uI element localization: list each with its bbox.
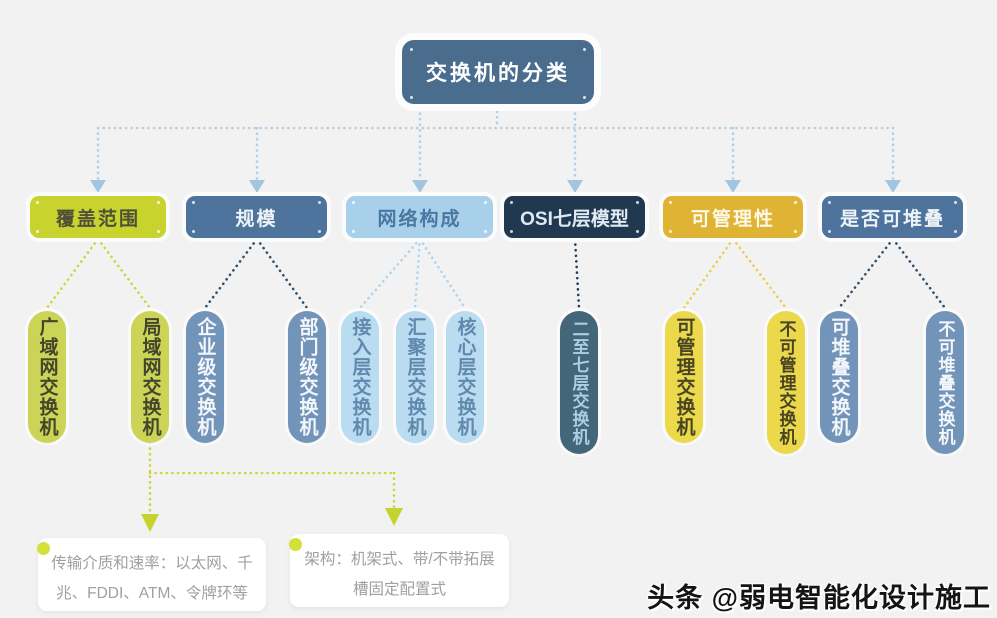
pill-department-switch: 部门级交换机 xyxy=(288,311,326,443)
pill-department-switch-label: 部门级交换机 xyxy=(296,317,318,437)
pill-access-layer-switch: 接入层交换机 xyxy=(341,311,379,443)
pill-core-layer-switch: 核心层交换机 xyxy=(446,311,484,443)
pill-non-stackable-switch: 不可堆叠交换机 xyxy=(926,311,964,454)
pill-stackable-switch-label: 可堆叠交换机 xyxy=(828,317,850,437)
pill-layer2-7-switch: 二至七层交换机 xyxy=(560,311,598,454)
branch-osi-model-label: OSI七层模型 xyxy=(520,208,629,230)
branch-scale: 规模 xyxy=(186,196,327,238)
branch-coverage-label: 覆盖范围 xyxy=(55,208,140,230)
pill-wan-switch-label: 广域网交换机 xyxy=(36,317,58,437)
branch-coverage: 覆盖范围 xyxy=(30,196,166,238)
pill-lan-switch-label: 局域网交换机 xyxy=(139,317,161,437)
branch-network-composition-label: 网络构成 xyxy=(377,208,462,230)
pill-managed-switch: 可管理交换机 xyxy=(665,311,703,443)
root-label: 交换机的分类 xyxy=(426,62,570,85)
pill-stackable-switch: 可堆叠交换机 xyxy=(820,311,858,443)
branch-stackability-label: 是否可堆叠 xyxy=(839,208,945,230)
branch-stackability: 是否可堆叠 xyxy=(822,196,963,238)
pill-lan-switch: 局域网交换机 xyxy=(131,311,169,443)
pill-unmanaged-switch-label: 不可管理交换机 xyxy=(776,319,796,446)
pill-core-layer-switch-label: 核心层交换机 xyxy=(454,317,476,437)
bullet-dot-icon xyxy=(289,538,302,551)
note-transmission-media-text: 传输介质和速率：以太网、千兆、FDDI、ATM、令牌环等 xyxy=(51,555,253,603)
note-transmission-media: 传输介质和速率：以太网、千兆、FDDI、ATM、令牌环等 xyxy=(37,538,266,611)
pill-unmanaged-switch: 不可管理交换机 xyxy=(767,311,805,454)
watermark-text: 头条 @弱电智能化设计施工 xyxy=(647,583,991,613)
branch-osi-model: OSI七层模型 xyxy=(504,196,645,238)
pill-managed-switch-label: 可管理交换机 xyxy=(673,317,695,437)
note-architecture: 架构：机架式、带/不带拓展槽固定配置式 xyxy=(289,534,509,607)
pill-access-layer-switch-label: 接入层交换机 xyxy=(349,317,371,437)
bullet-dot-icon xyxy=(37,542,50,555)
branch-manageability-label: 可管理性 xyxy=(690,208,775,230)
branch-scale-label: 规模 xyxy=(235,208,278,230)
branch-network-composition: 网络构成 xyxy=(346,196,493,238)
pill-layer2-7-switch-label: 二至七层交换机 xyxy=(569,319,589,446)
pill-enterprise-switch-label: 企业级交换机 xyxy=(194,317,216,437)
pill-aggregation-layer-switch: 汇聚层交换机 xyxy=(396,311,434,443)
pill-enterprise-switch: 企业级交换机 xyxy=(186,311,224,443)
root-node: 交换机的分类 xyxy=(402,40,594,104)
branch-manageability: 可管理性 xyxy=(663,196,803,238)
pill-non-stackable-switch-label: 不可堆叠交换机 xyxy=(935,319,955,446)
pill-aggregation-layer-switch-label: 汇聚层交换机 xyxy=(404,317,426,437)
note-architecture-text: 架构：机架式、带/不带拓展槽固定配置式 xyxy=(304,551,495,599)
pill-wan-switch: 广域网交换机 xyxy=(28,311,66,443)
